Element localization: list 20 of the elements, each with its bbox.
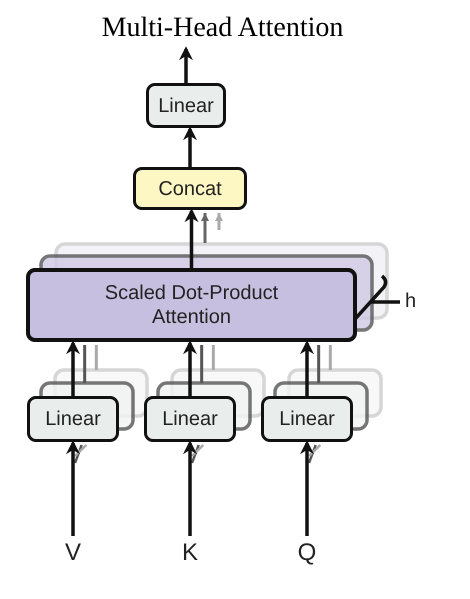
arrow [183,126,197,167]
diagram-title: Multi-Head Attention [100,12,344,44]
linear-box: Linear [261,396,353,442]
attention-box: Scaled Dot-Product Attention [26,268,357,342]
arrow [300,340,314,396]
arrow [179,46,193,83]
input-label: V [58,536,88,570]
arrow [183,340,197,396]
arrow [183,440,197,536]
head-count-label: h [405,290,416,313]
concat-box: Concat [133,167,247,210]
arrow [300,440,314,536]
arrow [66,440,80,536]
linear-box: Linear [27,396,119,442]
input-label: K [175,536,205,570]
arrow [184,208,198,268]
input-label: Q [292,536,322,570]
linear-box: Linear [144,396,236,442]
arrow [66,340,80,396]
linear-box: Linear [146,83,226,128]
